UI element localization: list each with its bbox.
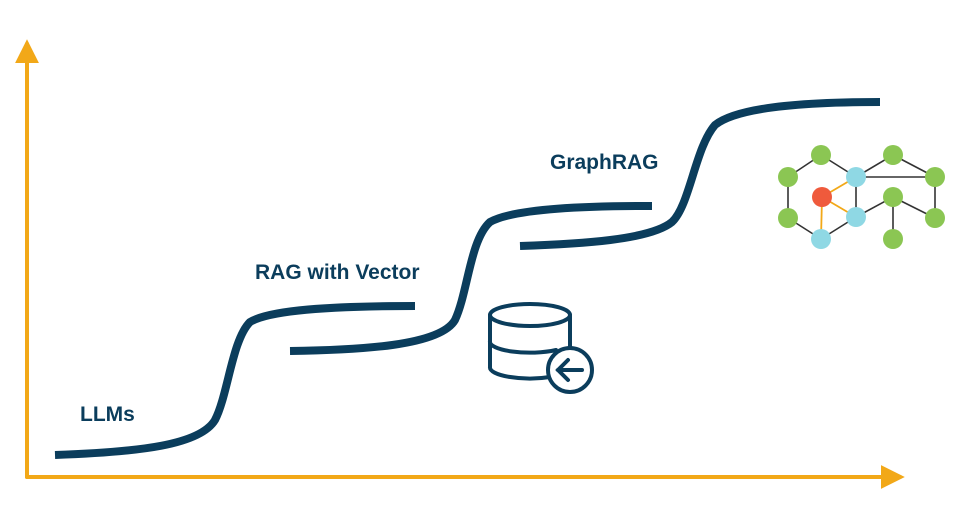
graph-node — [925, 208, 945, 228]
graph-node — [883, 145, 903, 165]
stage-label-rag-vector: RAG with Vector — [255, 261, 420, 284]
graph-node — [778, 167, 798, 187]
curve-rag-vector — [289, 202, 653, 355]
stage-label-graphrag: GraphRAG — [550, 151, 659, 174]
graph-node — [811, 145, 831, 165]
database-with-arrow-icon — [487, 302, 594, 394]
curve-graphrag — [519, 98, 881, 250]
graph-node — [812, 187, 832, 207]
graph-node — [811, 229, 831, 249]
stage-label-llms: LLMs — [80, 403, 135, 426]
knowledge-graph-icon — [778, 145, 945, 249]
graph-node — [925, 167, 945, 187]
graph-node — [846, 167, 866, 187]
graph-node — [883, 187, 903, 207]
graph-node — [883, 229, 903, 249]
curve-llms — [54, 302, 416, 459]
graph-node — [778, 208, 798, 228]
graph-node — [846, 207, 866, 227]
